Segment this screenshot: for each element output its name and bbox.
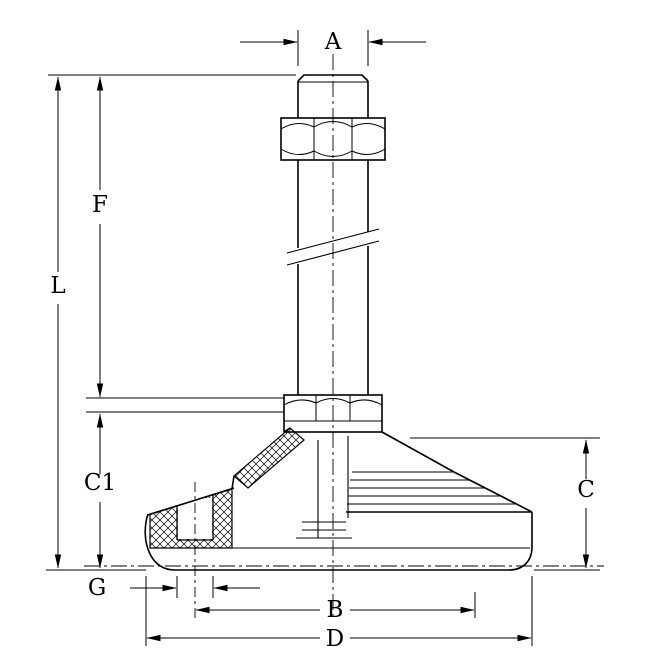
dimension-labels: A F L C1 C G B D — [50, 29, 594, 652]
dim-label-g: G — [88, 575, 106, 601]
dim-label-c: C — [577, 477, 595, 503]
centerlines — [84, 54, 604, 622]
dim-label-f: F — [92, 192, 108, 218]
threaded-stud — [297, 74, 369, 395]
extension-lines — [46, 30, 600, 646]
dim-label-l: L — [50, 273, 65, 299]
hatched-band-section — [233, 427, 305, 489]
dimension-lines — [54, 38, 590, 642]
base-foot — [144, 427, 533, 571]
ridge-stack — [347, 471, 516, 505]
dim-label-a: A — [324, 29, 342, 55]
dim-label-d: D — [326, 626, 344, 652]
part-outline — [144, 74, 533, 571]
cross-hatch-sections — [149, 427, 305, 549]
inner-boss — [296, 436, 352, 539]
dim-label-b: B — [327, 597, 344, 623]
dim-label-c1: C1 — [84, 470, 116, 496]
